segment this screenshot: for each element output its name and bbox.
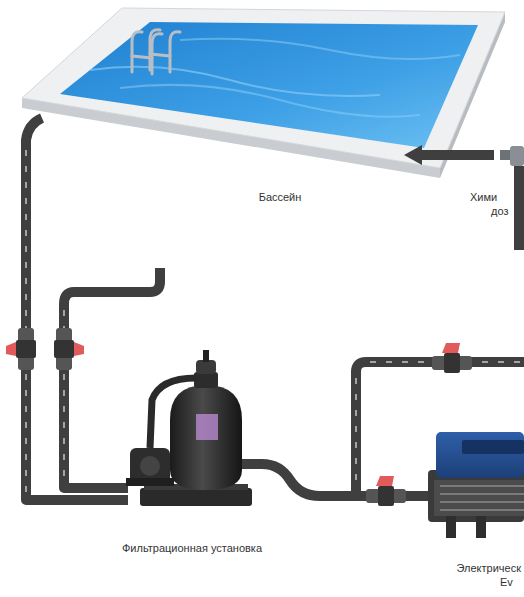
part-label: Электрическ — [457, 562, 521, 575]
part-label: Фильтрационная установка — [122, 542, 262, 555]
part-label: Хими — [470, 191, 497, 204]
part-label: Ev — [500, 576, 513, 589]
part-label: Бассейн — [259, 191, 302, 204]
part-label: доз — [491, 205, 508, 218]
